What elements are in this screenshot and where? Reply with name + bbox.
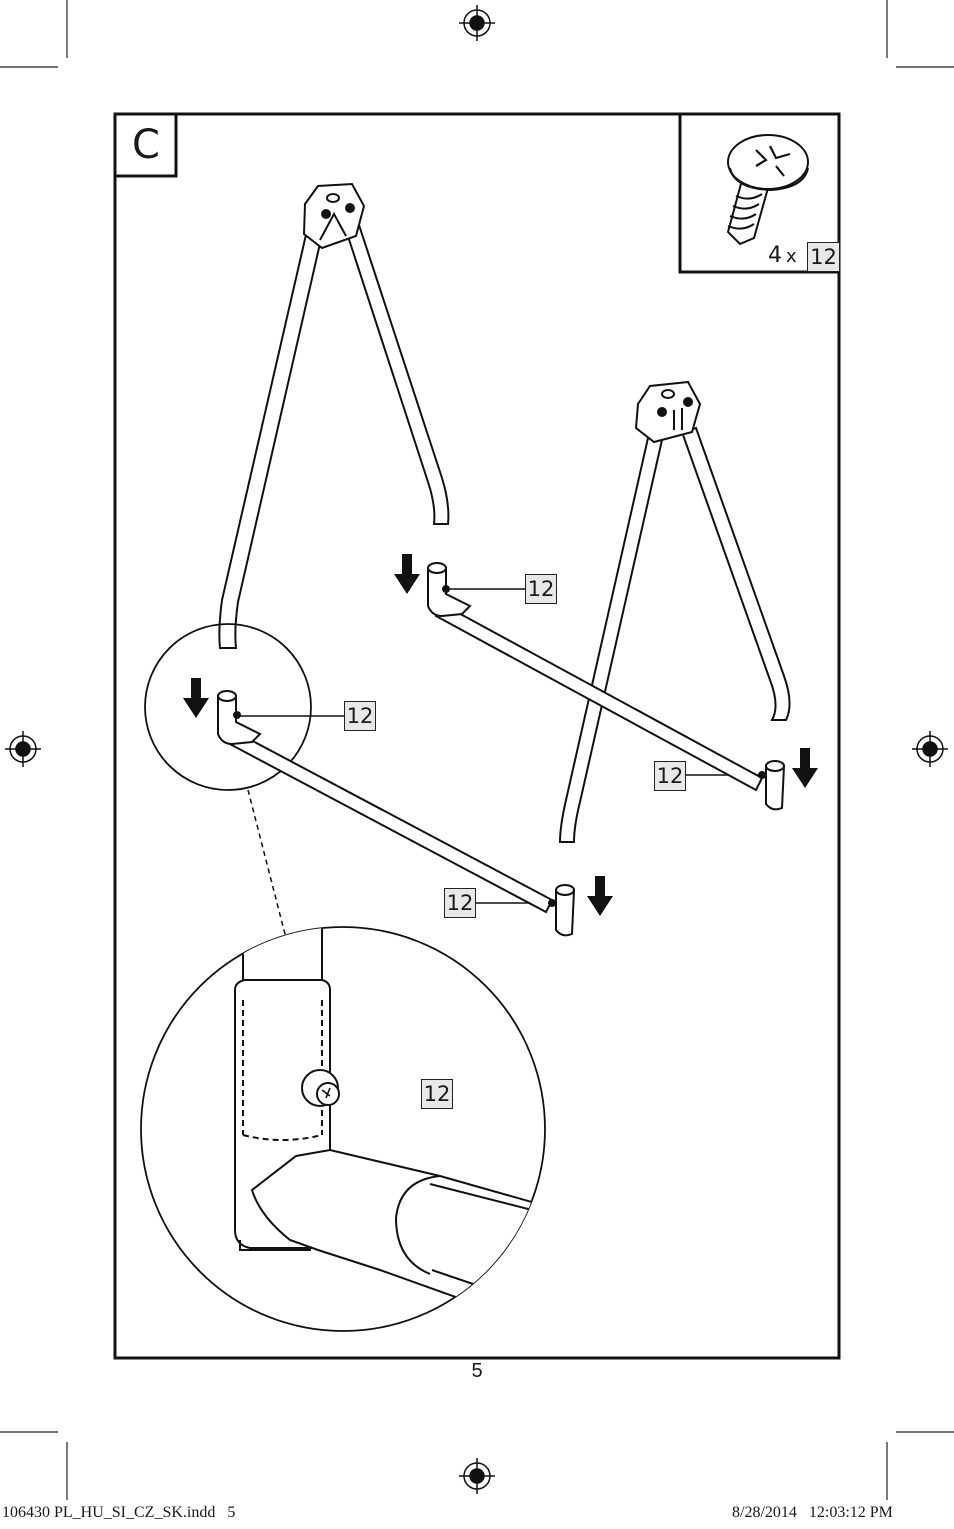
registration-mark-right: [912, 731, 948, 767]
detail-circle-large: [140, 926, 546, 1332]
parts-box: [678, 112, 841, 274]
callout-tag: 12: [344, 701, 376, 731]
right-crossbar: [427, 562, 786, 811]
screw-part-number: 12: [807, 242, 840, 272]
arrow-down-icon: [394, 554, 420, 594]
registration-mark-left: [5, 731, 41, 767]
registration-mark-top: [459, 5, 495, 41]
detail-connector: [247, 789, 287, 939]
arrow-down-icon: [587, 876, 613, 916]
arrow-down-icon: [792, 748, 818, 788]
step-frame: [113, 112, 841, 1360]
left-crossbar: [217, 690, 576, 937]
arrow-down-icon: [183, 678, 209, 718]
page-number: 5: [471, 1360, 483, 1382]
print-slug-file: 106430 PL_HU_SI_CZ_SK.indd 5: [2, 1504, 236, 1521]
arrows: [183, 554, 818, 916]
step-letter: C: [132, 122, 160, 168]
screw-icon: [726, 134, 809, 246]
quantity-multiplier: x: [786, 246, 797, 267]
step-letter-box: [113, 112, 178, 178]
quantity-value: 4: [768, 243, 782, 268]
left-a-frame: [218, 182, 450, 649]
registration-mark-bottom: [459, 1458, 495, 1494]
detail-circle-small: [144, 623, 312, 791]
callout-tag: 12: [421, 1079, 453, 1109]
callout-tag: 12: [654, 761, 686, 791]
callout-tag: 12: [444, 888, 476, 918]
callout-tag: 12: [525, 574, 557, 604]
print-slug-timestamp: 8/28/2014 12:03:12 PM: [732, 1504, 893, 1521]
right-a-frame: [558, 380, 791, 843]
